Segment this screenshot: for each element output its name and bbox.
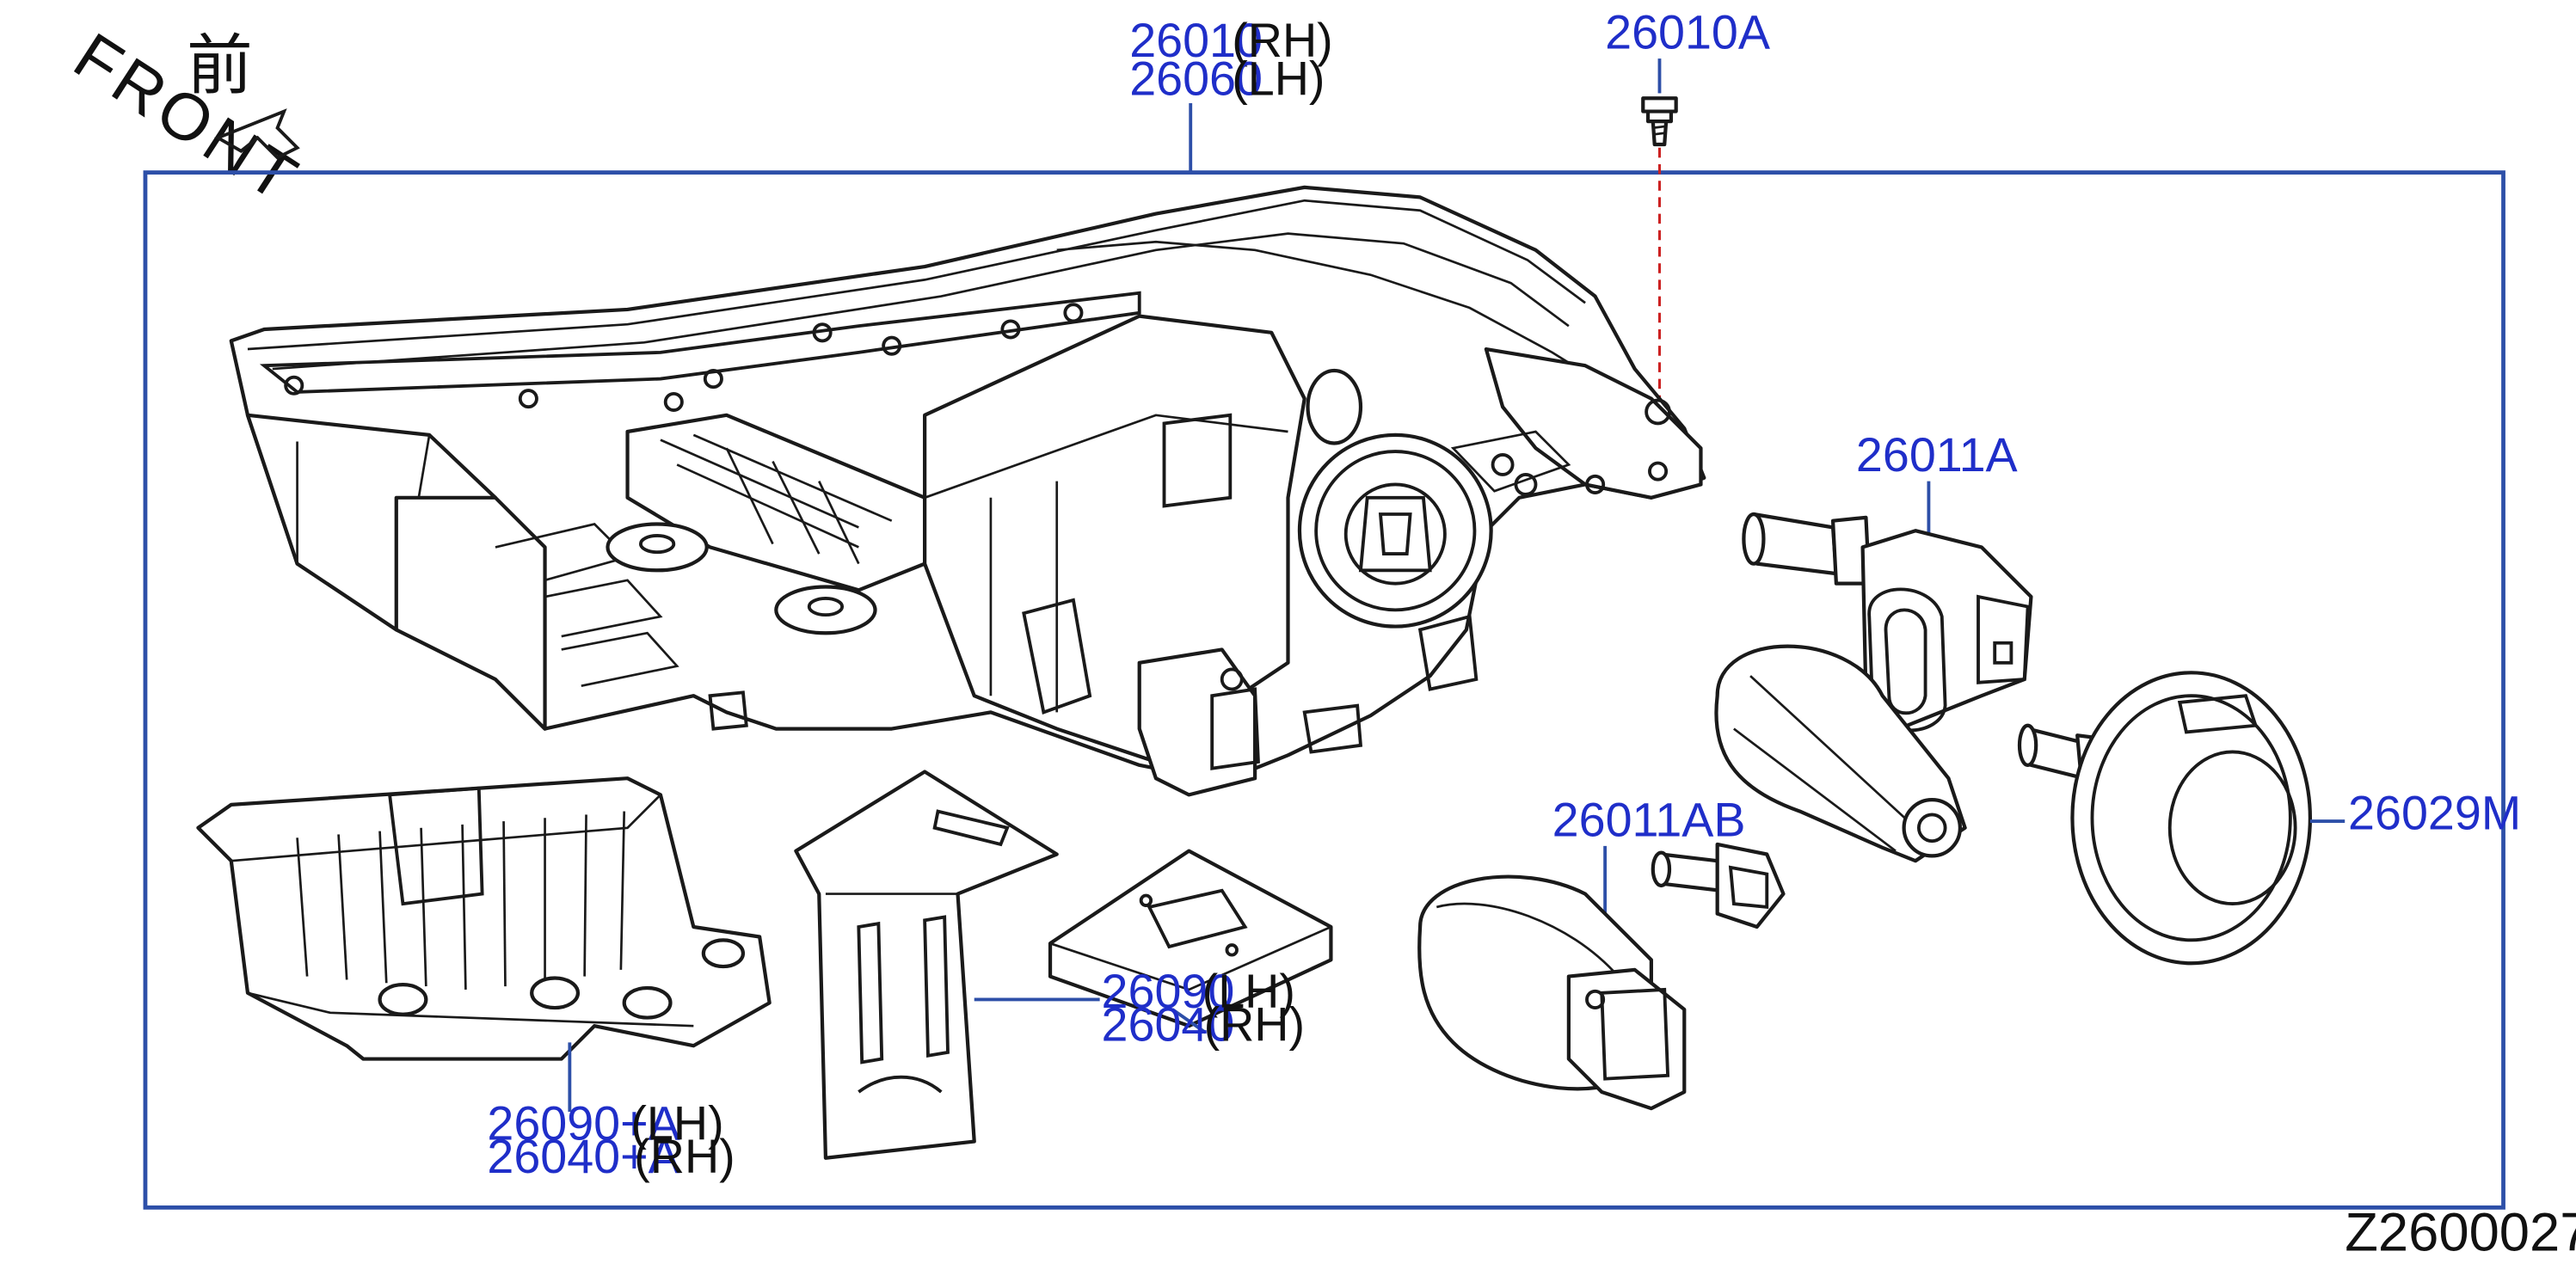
callout-headlamp: 26010 (RH) 26060 (LH) <box>1129 14 1333 173</box>
part-number-26011A[interactable]: 26011A <box>1856 428 2019 482</box>
side-label-lh: (LH) <box>1202 965 1295 1018</box>
front-arrow-icon <box>214 108 300 160</box>
large-bulb <box>1417 874 1687 1111</box>
h7-bulb: 26011AB <box>1552 793 1786 968</box>
part-number-26090[interactable]: 26090 <box>1102 965 1235 1018</box>
leader-line-side-bracket-rh <box>1171 1008 1207 1034</box>
part-number-26060[interactable]: 26060 <box>1129 52 1263 105</box>
side-label-lh: (LH) <box>630 1097 723 1150</box>
part-number-26011AB[interactable]: 26011AB <box>1552 793 1746 846</box>
headlamp-assembly <box>229 185 1706 797</box>
part-number-26010[interactable]: 26010 <box>1129 14 1263 67</box>
wedge-bulb <box>1714 644 1967 863</box>
front-direction-indicator: FRONT 前 <box>61 19 313 218</box>
part-number-26040+A[interactable]: 26040+A <box>487 1130 680 1183</box>
lower-mounting-bracket: 26090+A (LH) 26040+A (RH) <box>196 776 772 1183</box>
screw-icon <box>1641 96 1678 147</box>
hb-bulb: 26011A <box>1742 428 2033 733</box>
side-label-rh: (RH) <box>1232 14 1332 67</box>
assembly-frame <box>143 170 2505 1210</box>
part-number-26029M[interactable]: 26029M <box>2348 787 2521 840</box>
front-kanji: 前 <box>187 29 258 103</box>
side-bracket: 26090 (LH) 26040 (RH) <box>794 770 1333 1160</box>
callout-screw: 26010A <box>1605 6 1771 399</box>
side-label-rh: (RH) <box>1204 997 1305 1051</box>
turn-signal-bulb-and-cap: 26029M <box>2017 671 2521 966</box>
part-number-26010A[interactable]: 26010A <box>1605 6 1771 59</box>
diagram-code: Z2600027 <box>2345 1202 2576 1262</box>
part-number-26040[interactable]: 26040 <box>1102 997 1235 1051</box>
side-label-rh: (RH) <box>634 1130 735 1183</box>
side-label-lh: (LH) <box>1232 52 1325 105</box>
part-number-26090+A[interactable]: 26090+A <box>487 1097 680 1150</box>
